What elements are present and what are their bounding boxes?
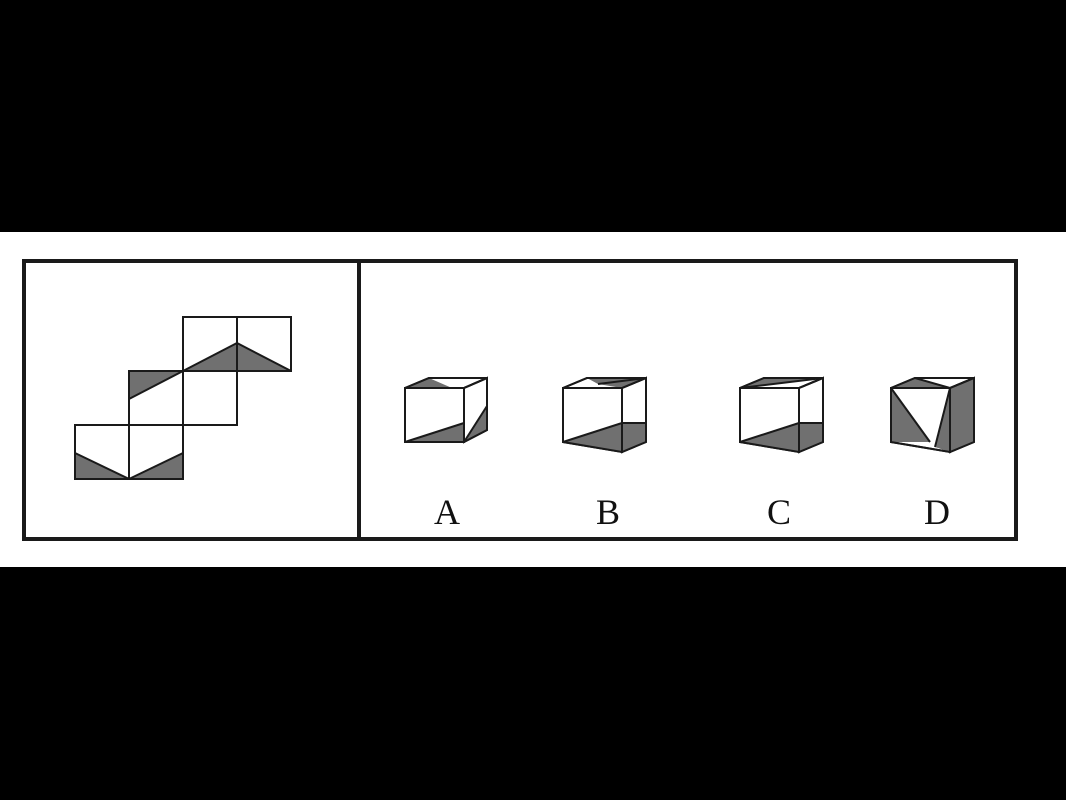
cube-net (74, 316, 292, 480)
cube-option-a[interactable] (404, 376, 488, 444)
option-label-b: B (596, 492, 620, 532)
cube-b-shade-front (563, 423, 622, 452)
cube-option-b[interactable] (562, 376, 647, 454)
option-label-a: A (434, 492, 460, 532)
cube-d-shade-side (950, 378, 974, 452)
cube-option-d[interactable] (890, 376, 975, 454)
cube-c-shade-front (740, 423, 799, 452)
option-label-c: C (767, 492, 791, 532)
cube-c-shade-side (799, 423, 823, 452)
cube-option-c[interactable] (739, 376, 824, 454)
puzzle-figure: A B C D (22, 259, 1018, 541)
cube-d-shade-top (891, 378, 950, 388)
puzzle-frame (22, 259, 1018, 541)
cube-b-shade-side (622, 423, 646, 452)
puzzle-strip: A B C D (0, 232, 1066, 567)
cube-a-shade-top (405, 378, 452, 388)
option-label-d: D (924, 492, 950, 532)
